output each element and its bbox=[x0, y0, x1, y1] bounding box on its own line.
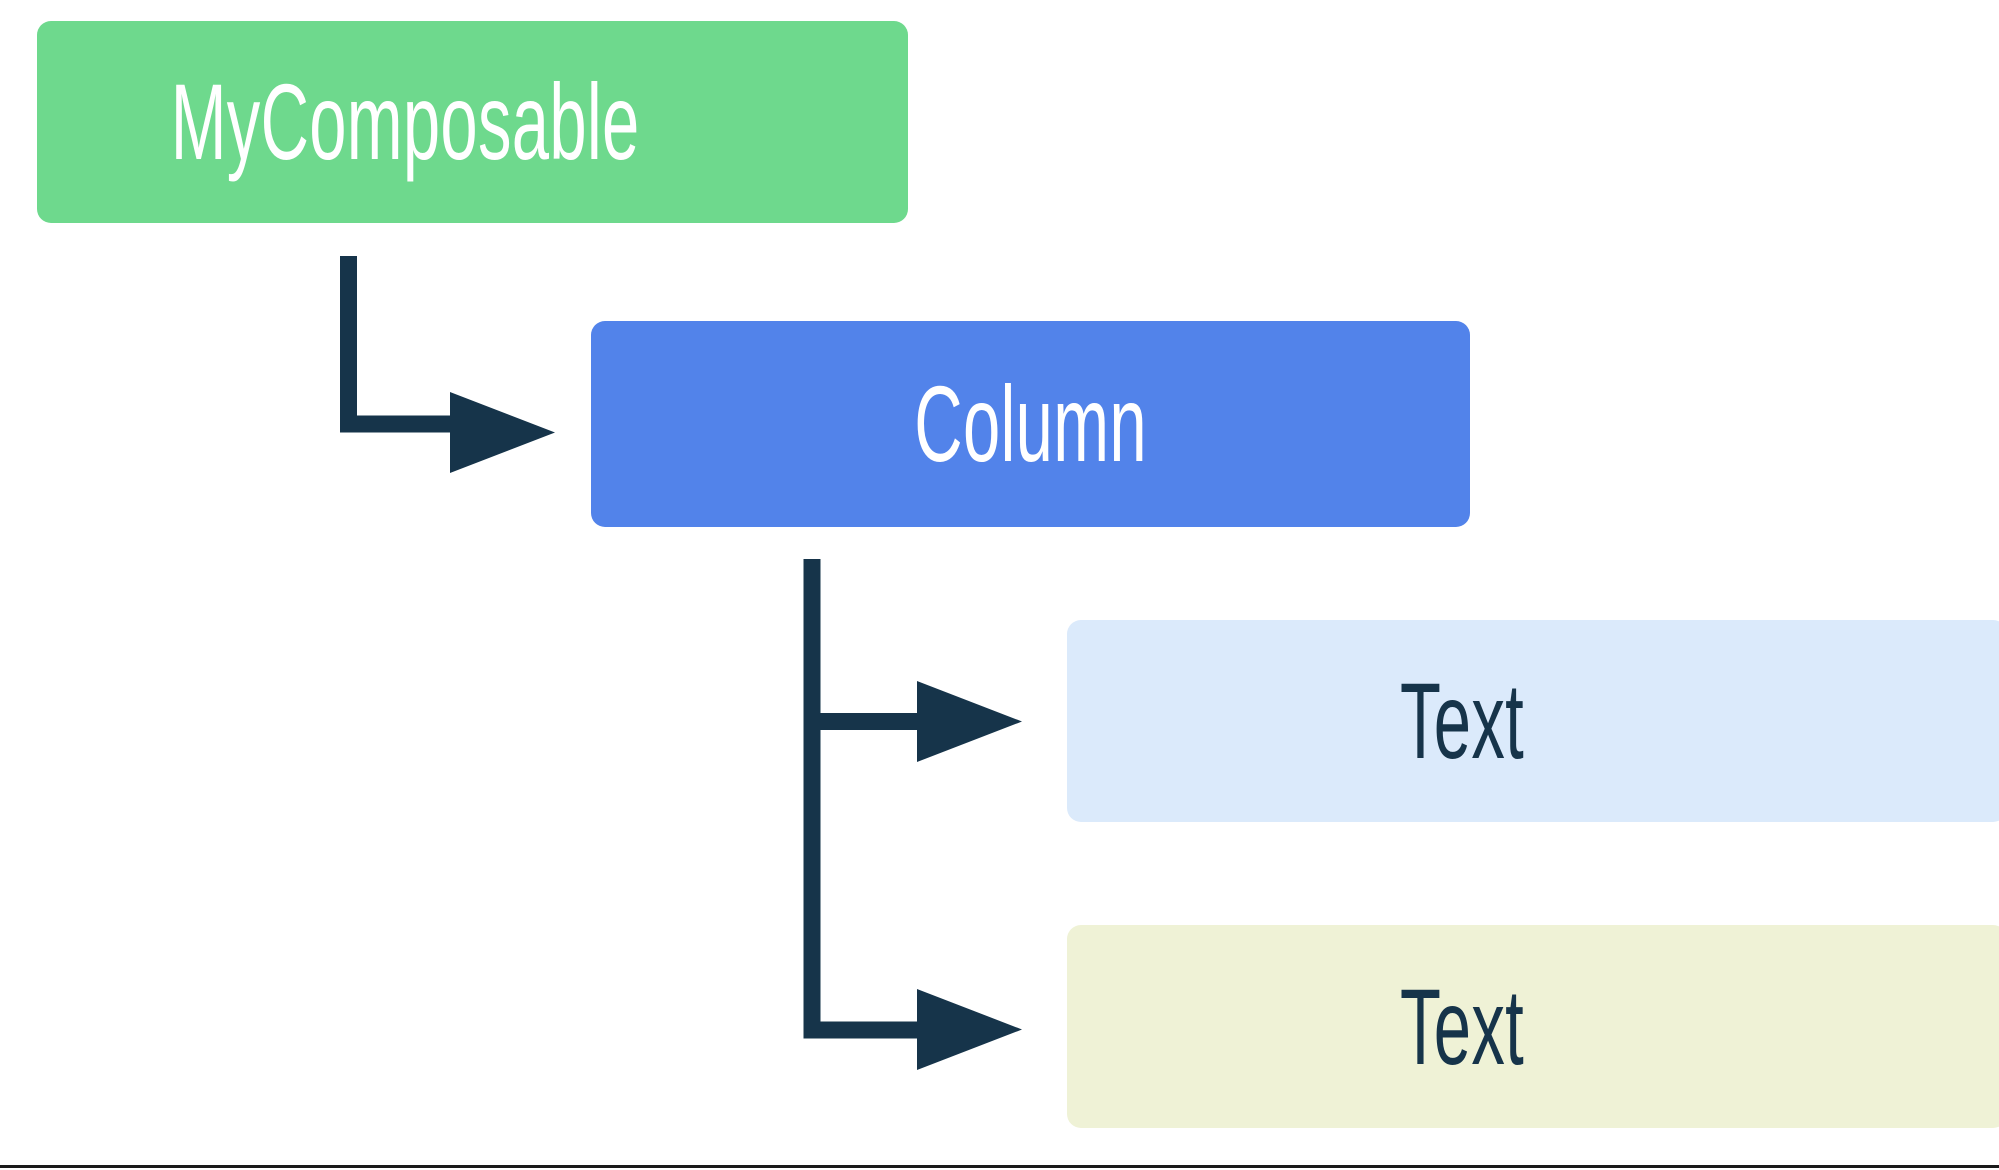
node-text-2-label: Text bbox=[1399, 965, 1525, 1087]
edge-column-to-text-1 bbox=[803, 559, 1022, 762]
node-text-1-label: Text bbox=[1399, 660, 1525, 781]
edge-column-to-text-2 bbox=[803, 721, 1022, 1070]
node-column-label: Column bbox=[914, 363, 1147, 484]
edge-column-to-text-1-arrowhead bbox=[917, 681, 1022, 762]
edge-root-to-column-arrowhead bbox=[450, 392, 555, 473]
edge-column-to-text-2-arrowhead bbox=[917, 989, 1022, 1070]
edge-root-to-column-line bbox=[340, 256, 498, 433]
node-column[interactable]: Column bbox=[591, 321, 1470, 527]
edge-column-to-text-1-line bbox=[803, 559, 962, 730]
node-my-composable-label: MyComposable bbox=[170, 61, 640, 182]
bottom-divider bbox=[0, 1165, 1999, 1168]
edge-root-to-column bbox=[340, 256, 555, 473]
node-text-1[interactable]: Text bbox=[1067, 620, 1999, 822]
edge-column-to-text-2-line bbox=[803, 721, 962, 1039]
node-text-2[interactable]: Text bbox=[1067, 925, 1999, 1128]
node-my-composable[interactable]: MyComposable bbox=[37, 21, 908, 223]
